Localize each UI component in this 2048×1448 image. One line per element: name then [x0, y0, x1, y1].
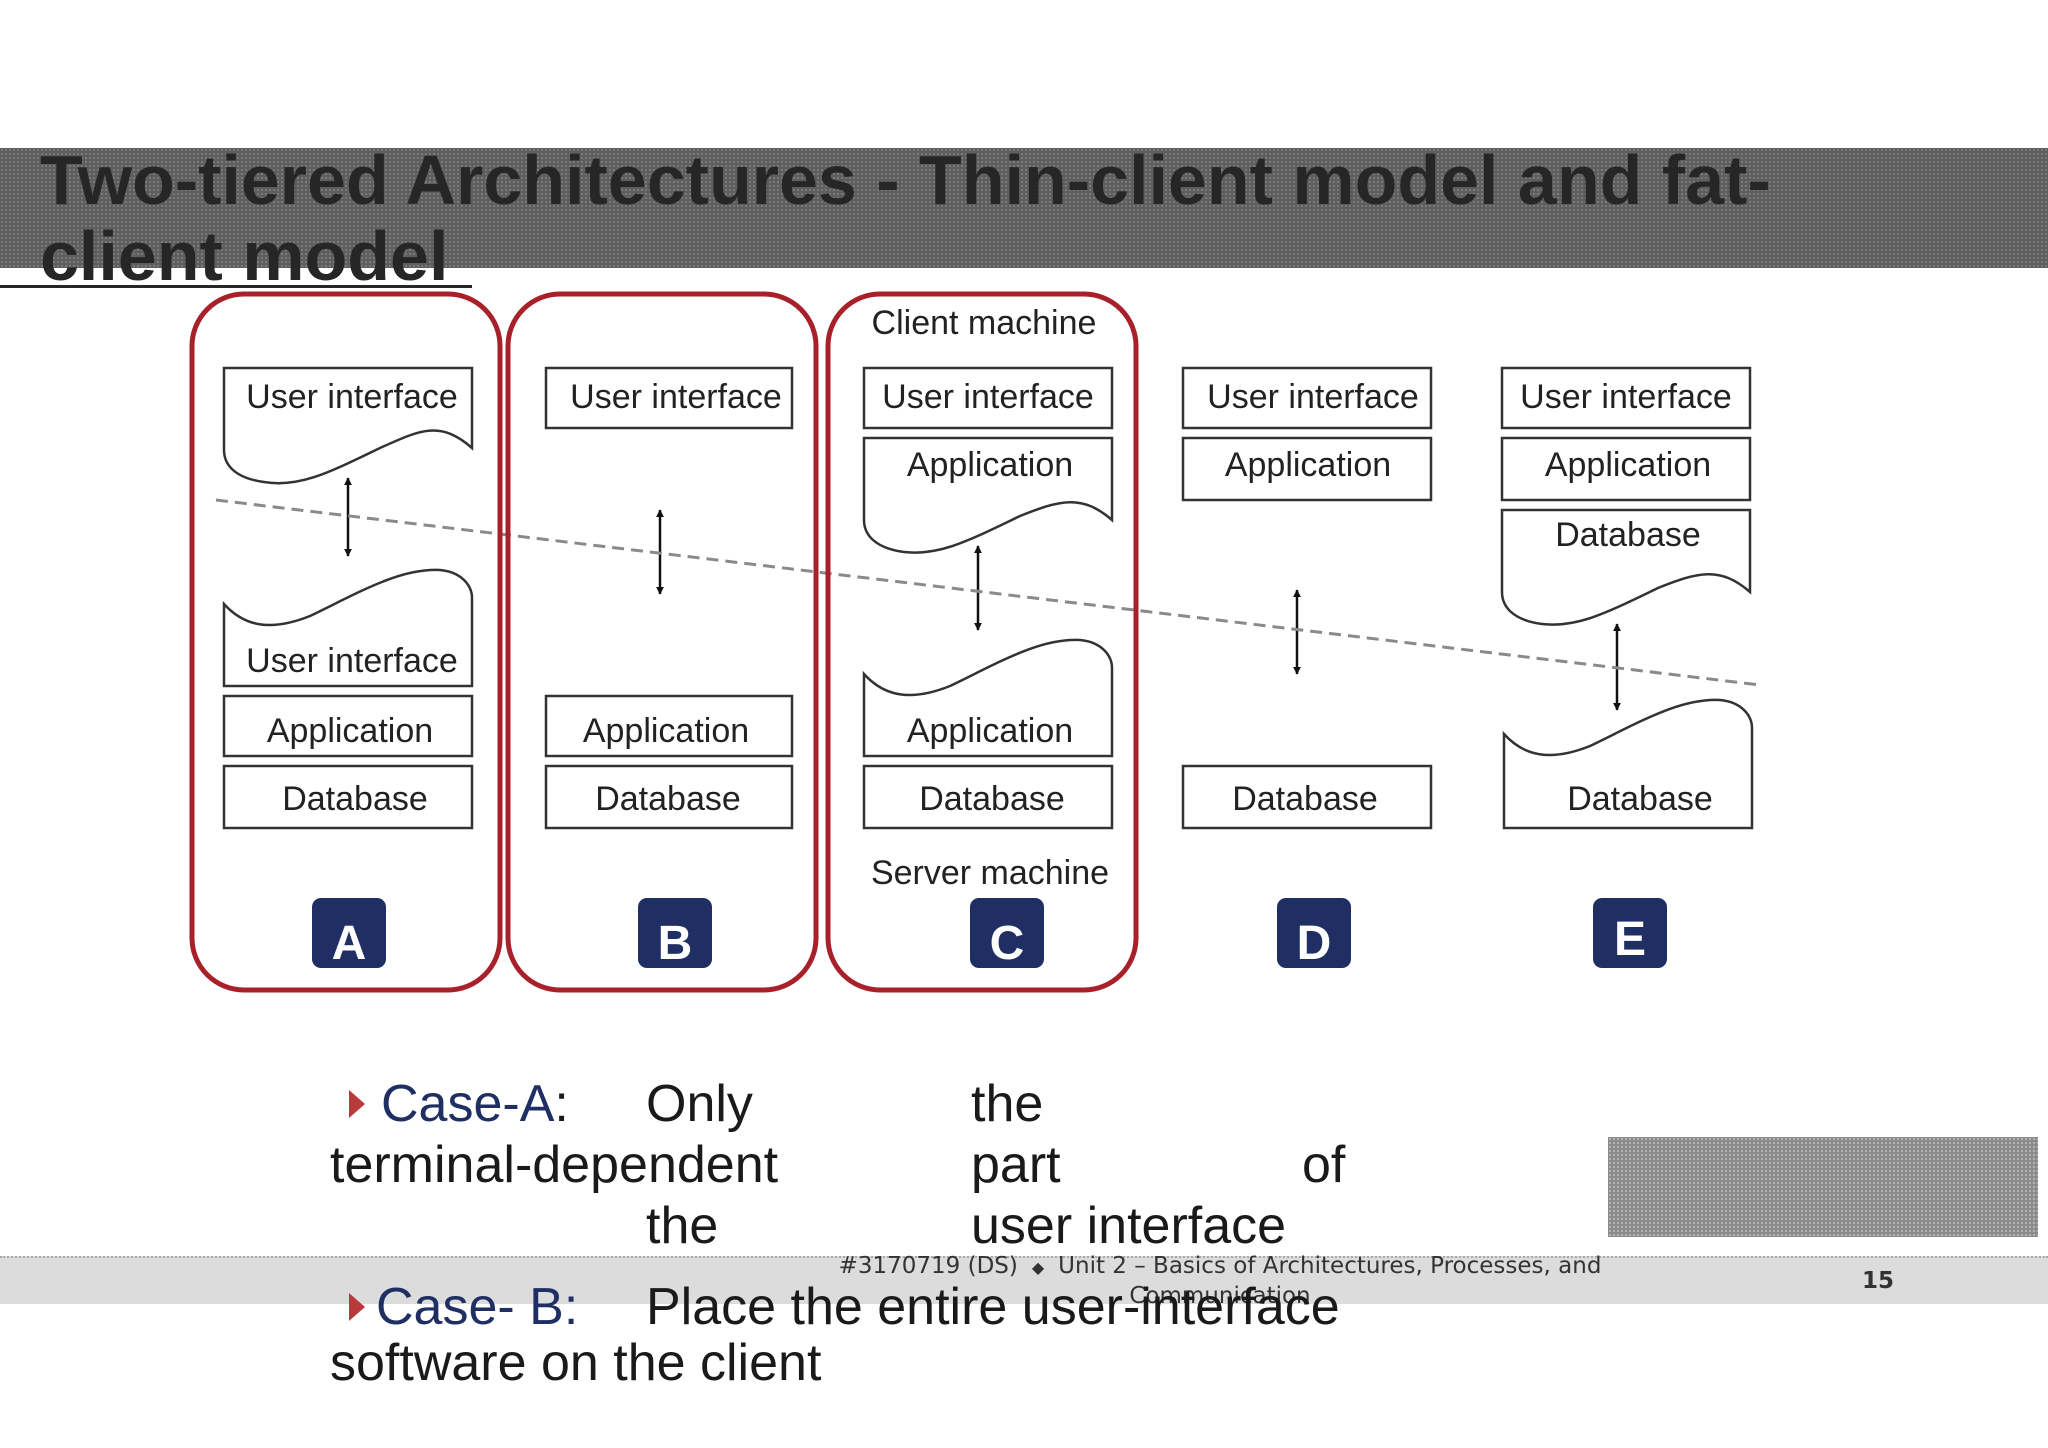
column-b-database-label: Database: [595, 780, 741, 818]
case-a-bullet-icon: [349, 1090, 365, 1118]
case-a-word-of: of: [1302, 1136, 1346, 1194]
column-c: Client machine User interface Applicatio…: [862, 304, 1114, 892]
title-band: [0, 148, 2048, 268]
column-a: User interface User interface Applicatio…: [222, 366, 474, 830]
column-c-ui-box: [862, 366, 1114, 430]
highlight-frame-a: [189, 291, 503, 993]
column-c-database-box: [862, 764, 1114, 830]
column-d-application-label: Application: [1225, 446, 1391, 484]
column-e-ui-label: User interface: [1520, 378, 1732, 416]
column-d-ui-box: [1181, 366, 1433, 430]
case-a-word-user-interface: user interface: [971, 1197, 1287, 1255]
case-b-bullet-icon: [349, 1293, 365, 1321]
column-b: User interface Application Database: [544, 366, 794, 830]
case-a-label: Case-A: [381, 1075, 555, 1133]
column-a-top-ui-label: User interface: [246, 378, 458, 416]
column-e-top-database-box: [1500, 508, 1752, 626]
column-a-top-ui-box: [222, 366, 474, 485]
column-d-application-box: [1181, 436, 1433, 502]
badge-d: D: [1277, 898, 1351, 968]
column-e: User interface Application Database Data…: [1500, 366, 1754, 830]
case-a-label-line: Case-A:: [381, 1074, 569, 1134]
case-b-text-line1: Place the entire user-interface: [646, 1278, 1340, 1336]
footer-unit-line1: Unit 2 – Basics of Architectures, Proces…: [1058, 1253, 1602, 1279]
server-machine-label: Server machine: [871, 854, 1109, 892]
case-a-word-only: Only: [646, 1075, 753, 1133]
footer-unit-line2: Communication: [1129, 1283, 1311, 1309]
case-a-colon: :: [554, 1075, 569, 1133]
page-number: 15: [1862, 1268, 1895, 1294]
highlight-frame-c: [825, 291, 1139, 993]
column-c-bottom-application-box: [862, 638, 1114, 758]
column-b-application-label: Application: [583, 712, 749, 750]
badge-b: B: [638, 898, 712, 968]
case-a-word-the: the: [971, 1075, 1044, 1133]
case-a-word-terminal-dependent: terminal-dependent: [330, 1136, 779, 1194]
column-a-application-box: [222, 694, 474, 758]
column-d: User interface Application Database: [1181, 366, 1433, 830]
column-b-database-box: [544, 764, 794, 830]
column-e-top-database-label: Database: [1555, 516, 1701, 554]
column-c-top-application-label: Application: [907, 446, 1073, 484]
case-b-text-line2: software on the client: [330, 1334, 822, 1392]
case-a-word-part: part: [971, 1136, 1061, 1194]
column-c-database-label: Database: [919, 780, 1065, 818]
column-e-ui-box: [1500, 366, 1752, 430]
footer-text: #3170719 (DS) ◆ Unit 2 – Basics of Archite…: [690, 1252, 1750, 1311]
column-a-bottom-ui-label: User interface: [246, 642, 458, 680]
case-b-colon: :: [563, 1278, 579, 1336]
slide-title: Two-tiered Architectures - Thin-client m…: [40, 141, 1771, 295]
column-b-application-box: [544, 694, 794, 758]
title-underline: [0, 285, 472, 288]
column-a-database-label: Database: [282, 780, 428, 818]
footer-bar: [0, 1256, 2048, 1304]
highlight-frame-b: [505, 291, 819, 993]
column-c-top-application-box: [862, 436, 1114, 554]
client-server-boundary-line: [215, 498, 1761, 687]
badge-e: E: [1593, 898, 1667, 968]
badge-a: A: [312, 898, 386, 968]
case-a-word-the-2: the: [646, 1197, 719, 1255]
diamond-icon: ◆: [1031, 1258, 1045, 1277]
footer-course: #3170719 (DS): [838, 1253, 1018, 1279]
column-e-bottom-database-label: Database: [1567, 780, 1713, 818]
column-a-database-box: [222, 764, 474, 830]
client-machine-label: Client machine: [872, 304, 1097, 342]
badge-c: C: [970, 898, 1044, 968]
case-b-label-line: Case- B:: [376, 1277, 578, 1337]
column-b-ui-label: User interface: [570, 378, 782, 416]
column-e-application-label: Application: [1545, 446, 1711, 484]
column-c-bottom-application-label: Application: [907, 712, 1073, 750]
column-b-ui-box: [544, 366, 794, 430]
column-c-ui-label: User interface: [882, 378, 1094, 416]
column-d-database-label: Database: [1232, 780, 1378, 818]
case-b-label: Case- B: [376, 1278, 564, 1336]
column-d-database-box: [1181, 764, 1433, 830]
gray-placeholder-box: [1608, 1137, 2038, 1237]
column-a-bottom-ui-box: [222, 568, 474, 688]
column-d-ui-label: User interface: [1207, 378, 1419, 416]
column-a-application-label: Application: [267, 712, 433, 750]
column-e-application-box: [1500, 436, 1752, 502]
column-e-bottom-database-box: [1502, 698, 1754, 830]
